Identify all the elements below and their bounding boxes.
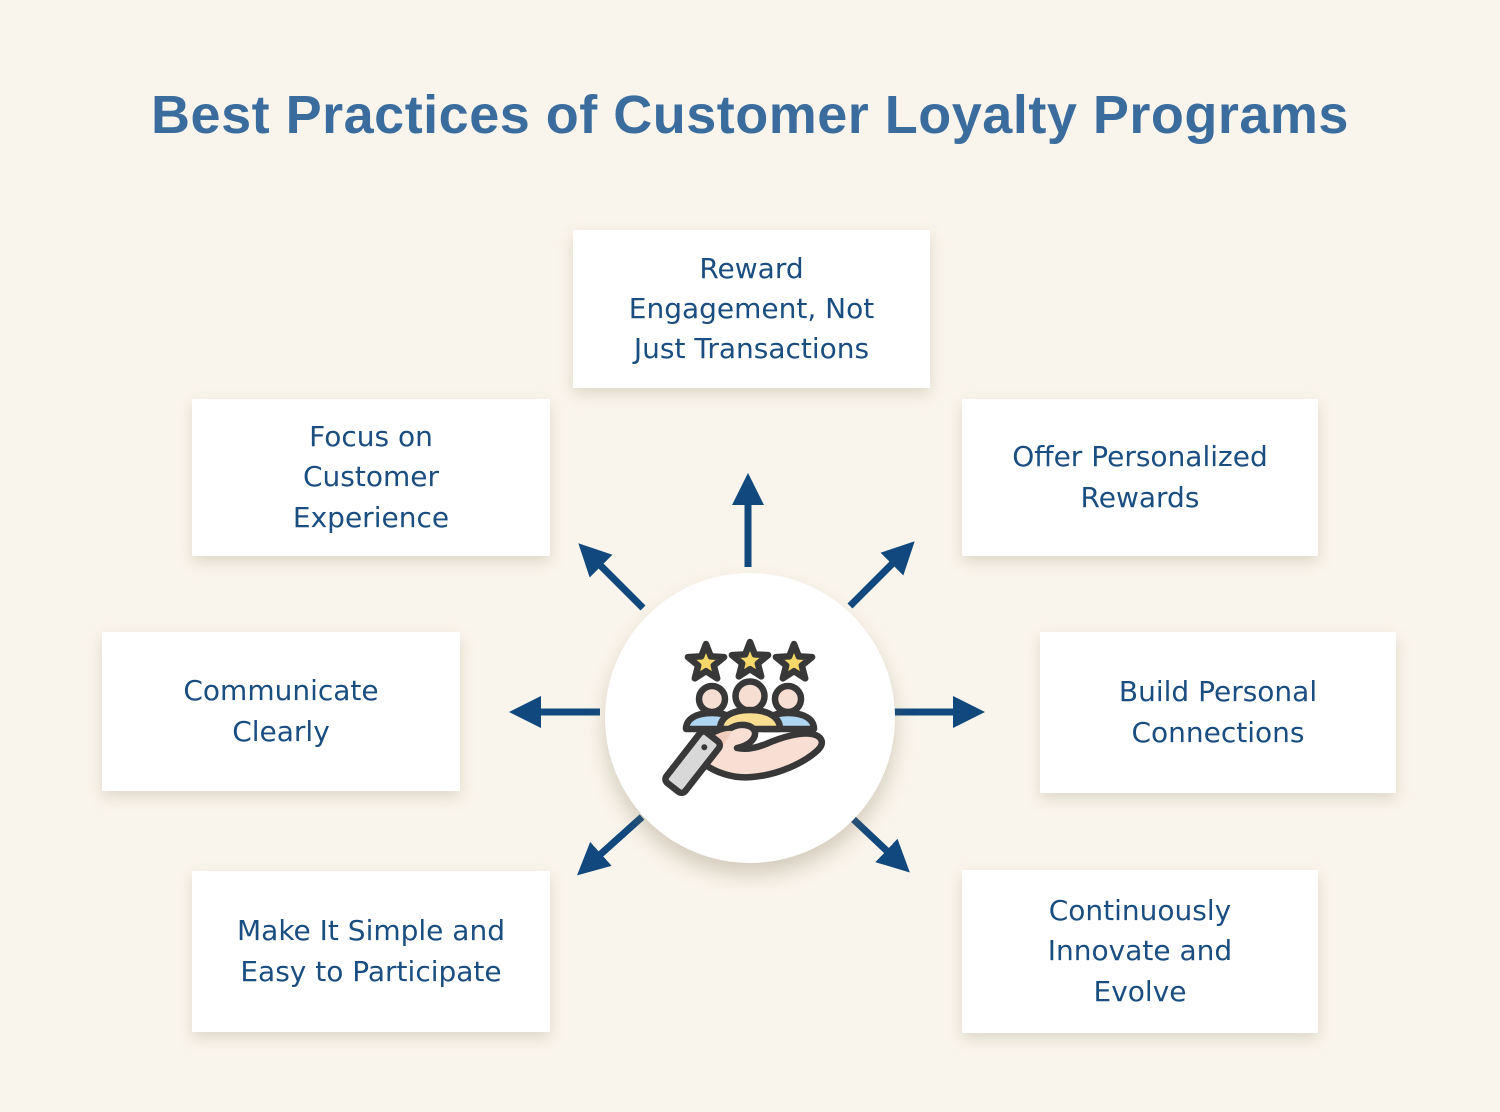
customer-loyalty-icon <box>662 633 826 797</box>
person-head-right <box>771 682 805 716</box>
person-head-center <box>732 678 768 714</box>
node-card-make-it-simple: Make It Simple and Easy to Participate <box>192 871 550 1032</box>
node-card-build-personal-connections: Build Personal Connections <box>1040 632 1396 793</box>
node-label: Reward Engagement, Not Just Transactions <box>628 251 875 366</box>
node-card-communicate-clearly: Communicate Clearly <box>102 632 460 791</box>
customers-icon <box>682 678 818 733</box>
node-card-focus-customer-experience: Focus on Customer Experience <box>192 399 550 556</box>
page-title: Best Practices of Customer Loyalty Progr… <box>151 85 1349 145</box>
hand-icon <box>662 721 826 797</box>
node-label: Make It Simple and Easy to Participate <box>237 914 505 988</box>
node-card-continuously-innovate: Continuously Innovate and Evolve <box>962 870 1318 1033</box>
arrow-upper-right <box>847 541 915 609</box>
person-head-left <box>695 682 729 716</box>
arrow-lower-right <box>849 815 910 873</box>
node-label: Build Personal Connections <box>1118 675 1318 749</box>
center-node <box>605 573 895 863</box>
node-label: Continuously Innovate and Evolve <box>1047 894 1233 1008</box>
node-label: Focus on Customer Experience <box>292 420 450 534</box>
node-label: Offer Personalized Rewards <box>1012 440 1268 514</box>
arrow-upper-left <box>578 543 646 611</box>
node-card-reward-engagement: Reward Engagement, Not Just Transactions <box>573 230 930 388</box>
sleeve-cuff <box>662 728 724 797</box>
arrow-lower-left <box>577 814 645 876</box>
rating-stars-icon <box>688 642 812 678</box>
node-label: Communicate Clearly <box>183 674 379 748</box>
node-card-offer-personalized-rewards: Offer Personalized Rewards <box>962 399 1318 556</box>
hand-palm <box>694 721 826 781</box>
